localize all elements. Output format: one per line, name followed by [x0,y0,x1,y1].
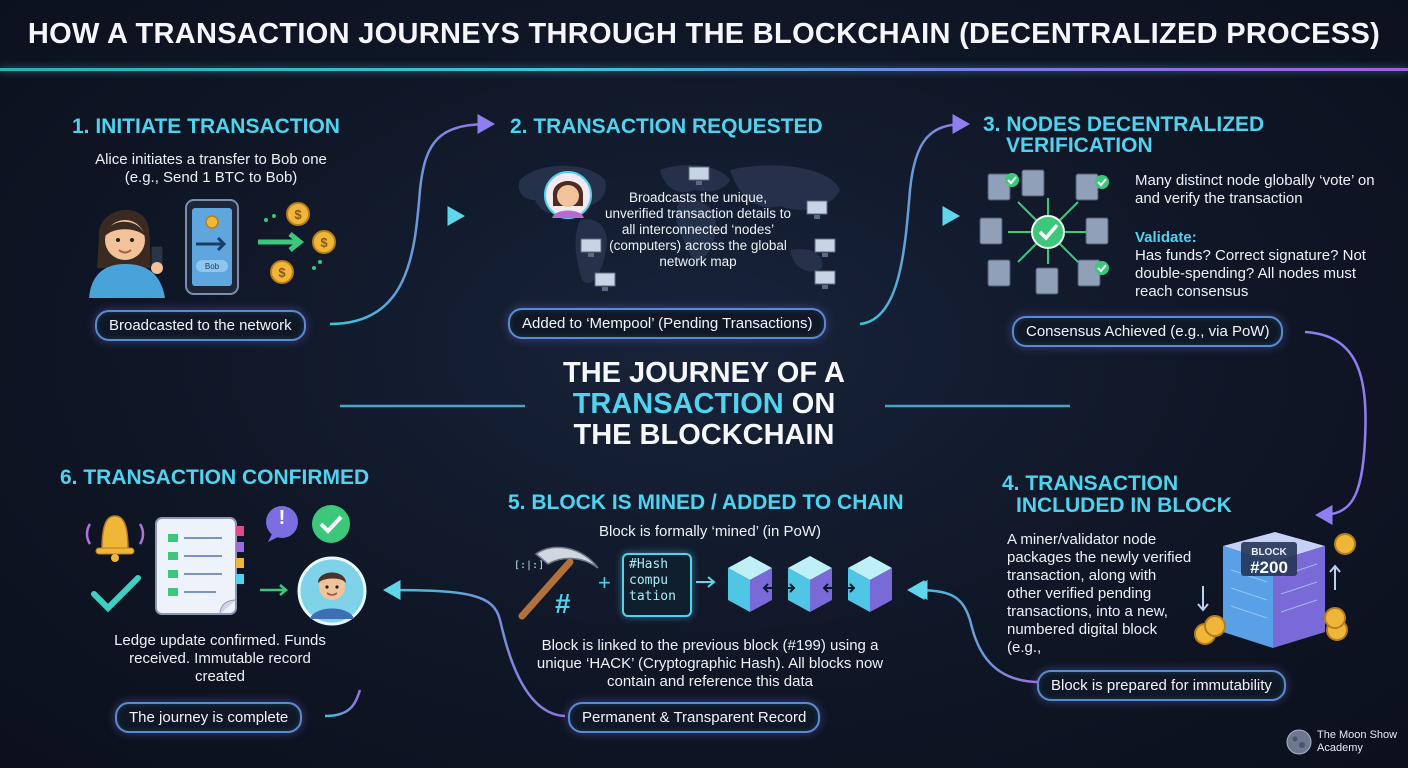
step4-title-line1: 4. TRANSACTION [1002,472,1179,495]
step5-subtitle: Block is formally ‘mined’ (in PoW) [599,523,821,540]
center-title-line3: THE BLOCKCHAIN [573,419,835,451]
connector-4-5 [907,580,1041,684]
step1-title: 1. INITIATE TRANSACTION [72,115,340,138]
svg-text:$: $ [320,235,328,250]
step3-title-line2: VERIFICATION [1006,134,1153,157]
hash-computation-box: #Hash compu tation [622,553,692,617]
center-title-on: ON [791,388,836,420]
brand-name: The Moon Show Academy [1317,729,1397,755]
monitor-icon [688,166,710,185]
step3-title-line1: 3. NODES DECENTRALIZED [983,113,1265,136]
chain-of-blocks-icon [728,556,892,612]
binary-label: [:|:] [514,560,545,571]
step1-status-pill: Broadcasted to the network [95,310,306,341]
node-consensus-icon [979,169,1109,295]
arrow-icon [696,576,716,588]
exclaim-bubble-icon [266,506,298,542]
step5-title: 5. BLOCK IS MINED / ADDED TO CHAIN [508,491,904,514]
center-title-line2: TRANSACTION ON [520,389,888,420]
bob-avatar-icon [297,556,367,626]
step6-title: 6. TRANSACTION CONFIRMED [60,466,370,489]
ledger-icon [155,517,244,615]
check-icon [91,575,141,613]
step3-description: Many distinct node globally ‘vote’ on an… [1135,172,1375,207]
plus-symbol: + [598,570,611,595]
step2-title: 2. TRANSACTION REQUESTED [510,115,823,138]
step2-status-pill: Added to ‘Mempool’ (Pending Transactions… [508,308,827,339]
brand-line1: The Moon Show [1317,729,1398,741]
hash-symbol: # [555,588,571,619]
alice-avatar-icon [89,209,165,298]
svg-text:$: $ [278,265,286,280]
connector-6-end [324,689,362,718]
block-cube-icon [1194,532,1356,648]
phone-icon [185,199,239,295]
title-underline [0,68,1408,71]
center-title: THE JOURNEY OF A TRANSACTION ON THE BLOC… [520,358,888,451]
step5-description: Block is linked to the previous block (#… [536,637,884,690]
step4-description: A miner/validator node packages the newl… [1007,531,1192,656]
step6-description: Ledge update confirmed. Funds received. … [114,632,326,685]
step3-validate-text: Has funds? Correct signature? Not double… [1135,247,1366,300]
monitor-icon [580,238,602,257]
coins-transfer-icon: $ $ $ [258,202,336,284]
step3-status-pill: Consensus Achieved (e.g., via PoW) [1012,316,1284,347]
check-badge-icon [312,505,350,543]
step4-title-line2: INCLUDED IN BLOCK [1016,494,1232,517]
step1-description: Alice initiates a transfer to Bob one (e… [95,151,327,186]
monitor-icon [814,270,836,289]
monitor-icon [806,200,828,219]
alice-node-avatar [544,171,592,219]
connector-1-2 [329,114,495,326]
brand-line2: Academy [1317,742,1363,754]
moon-logo-icon [1286,729,1312,755]
exclaim-mark: ! [278,507,286,529]
page-title: HOW A TRANSACTION JOURNEYS THROUGH THE B… [27,18,1381,50]
center-title-line1: THE JOURNEY OF A [563,357,845,389]
arrow-icon [260,584,288,596]
svg-text:$: $ [294,207,302,222]
block-label: BLOCK [1251,547,1287,558]
connector-2-3 [859,114,970,326]
phone-recipient-label: Bob [204,262,220,271]
monitor-icon [814,238,836,257]
block-number: #200 [1250,558,1288,577]
step6-status-pill: The journey is complete [115,702,303,733]
connector-5-6 [383,580,566,718]
pickaxe-icon [518,546,599,620]
step4-status-pill: Block is prepared for immutability [1037,670,1286,701]
step5-status-pill: Permanent & Transparent Record [568,702,821,733]
step2-description: Broadcasts the unique, unverified transa… [604,190,792,269]
connector-3-4 [1304,330,1367,525]
center-title-highlight: TRANSACTION [572,388,784,420]
monitor-icon [594,272,616,291]
bell-icon [85,515,145,562]
step3-validate-label: Validate: [1135,229,1197,246]
